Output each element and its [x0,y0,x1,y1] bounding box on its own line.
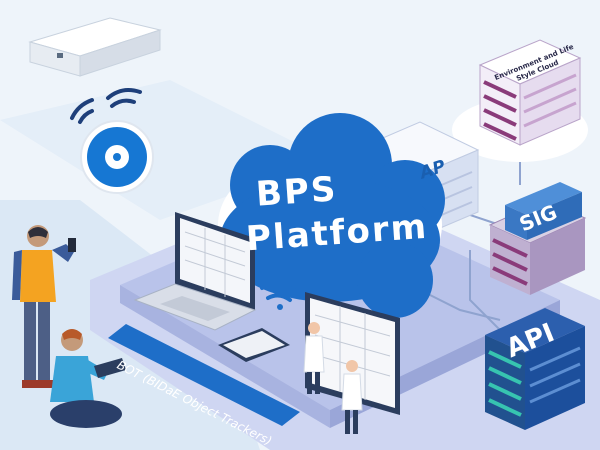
person-icon-standing [12,225,76,388]
person-icon-scientist-2 [341,360,363,434]
wifi-icon [70,88,142,124]
env-cloud-group [452,39,588,162]
laptop-icon [133,212,257,331]
person-icon-scientist-1 [303,322,325,394]
sig-server [488,182,587,295]
env-server-stack [478,39,582,146]
beacon-puck-icon [80,120,154,194]
bot-banner [108,324,300,426]
monitor-icon [305,292,400,415]
wifi-icon-2 [260,282,296,310]
platform-title-line1: BPS [254,169,339,215]
tablet-icon [218,328,290,362]
platform-edge-left [120,285,330,428]
person-icon-sitting [50,329,126,428]
bps-cloud [218,113,445,318]
connector-sig-api [469,250,501,331]
api-server [485,308,585,430]
ceiling-beacon-icon [28,17,162,77]
